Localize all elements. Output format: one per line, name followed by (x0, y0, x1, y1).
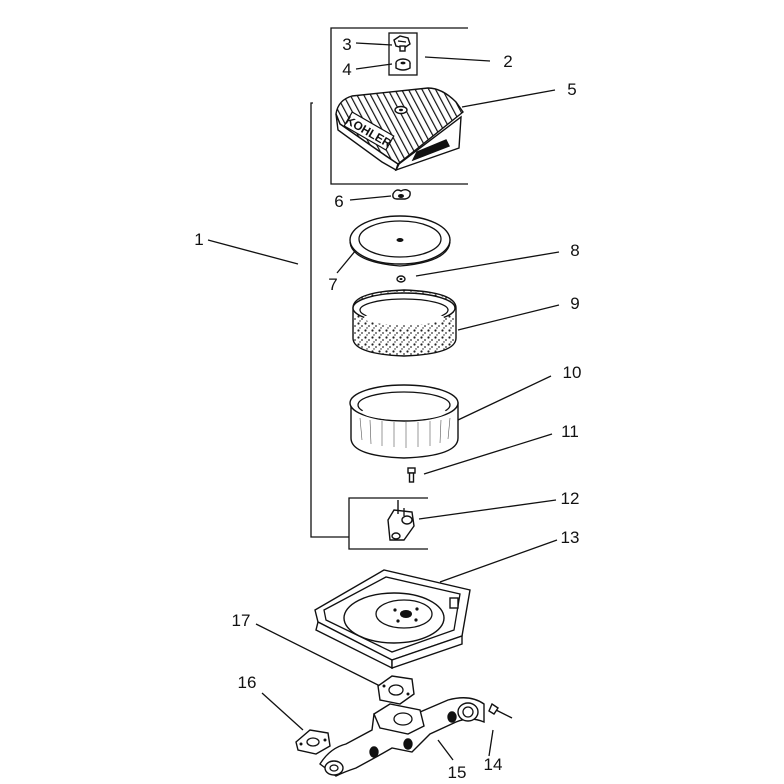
callout-16: 16 (238, 673, 257, 692)
callout-labels: 1 2 3 4 5 6 7 8 9 10 11 12 13 14 15 16 1… (194, 35, 581, 782)
part-7-cover-plate (349, 215, 451, 267)
part-9-foam-precleaner (352, 289, 457, 357)
callout-2: 2 (503, 52, 512, 71)
callout-17: 17 (232, 611, 251, 630)
part-13-base (314, 569, 471, 670)
callout-6: 6 (334, 192, 343, 211)
leader-lines (207, 42, 560, 761)
part-4-grommet (395, 58, 411, 71)
callout-1: 1 (194, 230, 203, 249)
part-5-air-cleaner-cover: KOHLER (335, 87, 464, 172)
part-17-gasket (377, 675, 415, 705)
part-10-paper-element (349, 384, 459, 459)
callout-3: 3 (342, 35, 351, 54)
callout-13: 13 (561, 528, 580, 547)
callout-9: 9 (570, 294, 579, 313)
assembly-bracket-lines (310, 27, 468, 550)
part-8-seal-nut (396, 275, 406, 283)
part-14-bolt (488, 702, 513, 719)
callout-10: 10 (563, 363, 582, 382)
callout-12: 12 (561, 489, 580, 508)
callout-8: 8 (570, 241, 579, 260)
callout-5: 5 (567, 80, 576, 99)
callout-11: 11 (561, 422, 579, 441)
part-16-flange-gasket (295, 729, 331, 755)
callout-15: 15 (448, 763, 467, 782)
part-11-stud (407, 467, 416, 483)
part-15-intake-elbow (319, 697, 485, 777)
part-6-wing-nut (392, 189, 411, 200)
callout-14: 14 (484, 755, 503, 774)
part-12-bracket (387, 500, 415, 541)
callout-7: 7 (328, 275, 337, 294)
part-3-cover-screw (393, 35, 411, 52)
callout-4: 4 (342, 60, 351, 79)
